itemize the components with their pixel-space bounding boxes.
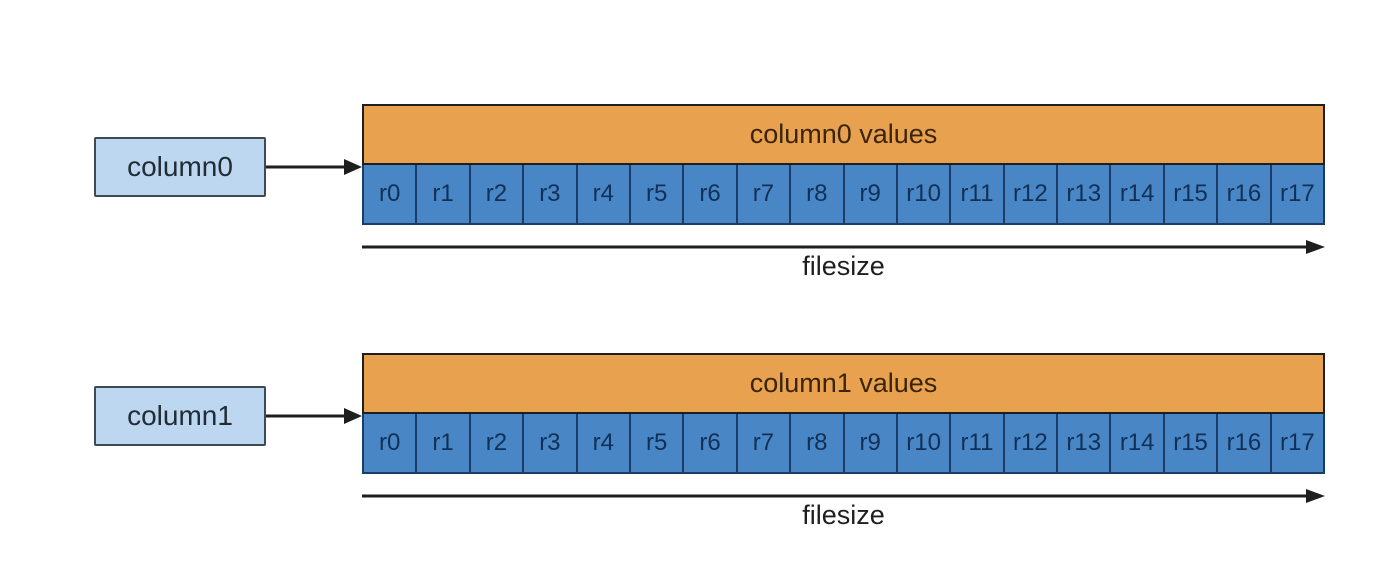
row-cell: r9	[842, 165, 896, 223]
row-cell: r13	[1056, 165, 1110, 223]
row-cell: r12	[1002, 165, 1057, 223]
row-cell: r6	[682, 165, 736, 223]
row-cell: r0	[364, 414, 416, 472]
row-cell: r13	[1056, 414, 1110, 472]
column1-label: column1	[127, 400, 233, 431]
row-cell: r2	[468, 165, 523, 223]
row-cell: r14	[1109, 414, 1163, 472]
row-cell: r7	[735, 414, 790, 472]
row-cell: r16	[1216, 414, 1270, 472]
filesize-label-0: filesize	[802, 251, 885, 281]
row-cell: r7	[735, 165, 790, 223]
filesize-axis-arrow-1	[362, 489, 1325, 503]
row-cell: r1	[415, 414, 469, 472]
column0-label-box: column0	[94, 137, 266, 197]
row-cell: r10	[895, 414, 950, 472]
row-cell: r4	[575, 414, 629, 472]
row-cell: r5	[628, 414, 683, 472]
row-cell: r12	[1002, 414, 1057, 472]
row-cell: r2	[468, 414, 523, 472]
row-cell: r10	[895, 165, 950, 223]
row-cell: r1	[415, 165, 469, 223]
row-cell: r0	[364, 165, 416, 223]
row-cell: r4	[575, 165, 629, 223]
row-cell: r15	[1162, 165, 1217, 223]
column0-label: column0	[127, 151, 233, 182]
row-cell: r17	[1269, 165, 1324, 223]
row-cell: r3	[522, 165, 576, 223]
row-cell: r16	[1216, 165, 1270, 223]
row-cell: r8	[789, 165, 843, 223]
pointer-arrow	[266, 408, 362, 424]
row-cell: r11	[949, 414, 1003, 472]
column1-values-header: column1 values	[362, 353, 1325, 414]
filesize-axis-arrow-0	[362, 240, 1325, 254]
row-cell: r11	[949, 165, 1003, 223]
row-cell: r5	[628, 165, 683, 223]
row-cell: r15	[1162, 414, 1217, 472]
filesize-label-1: filesize	[802, 500, 885, 530]
row-cell: r14	[1109, 165, 1163, 223]
column0-values-header: column0 values	[362, 104, 1325, 165]
row-cell: r6	[682, 414, 736, 472]
row-cell: r17	[1269, 414, 1324, 472]
row-cell: r3	[522, 414, 576, 472]
column1-label-box: column1	[94, 386, 266, 446]
pointer-arrow	[266, 159, 362, 175]
row-cell: r8	[789, 414, 843, 472]
row-cell: r9	[842, 414, 896, 472]
